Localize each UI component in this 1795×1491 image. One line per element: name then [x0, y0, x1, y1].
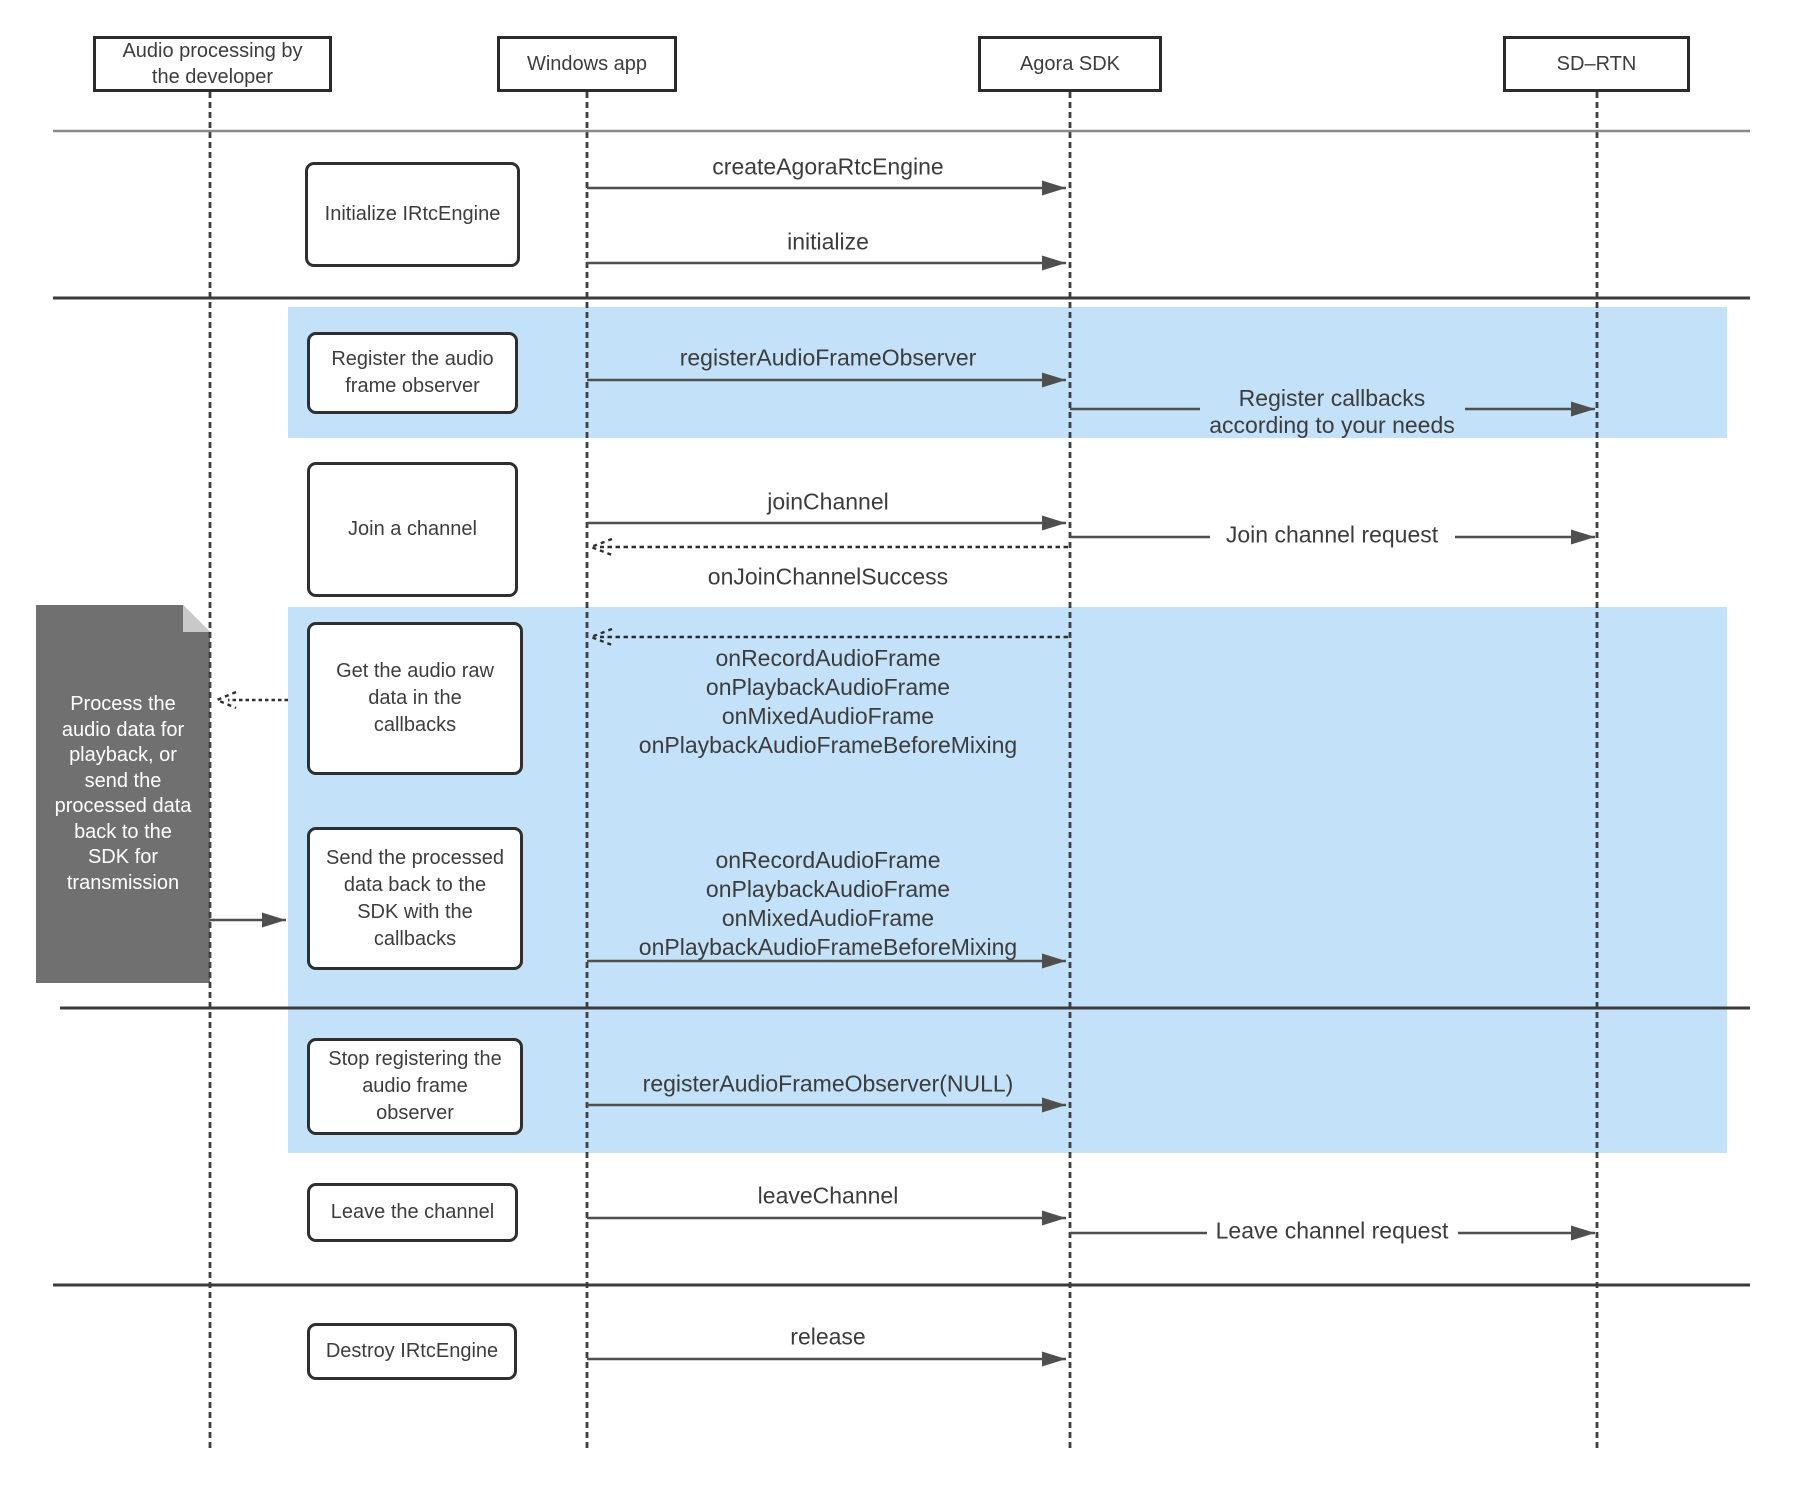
label-callbacks-send: onRecordAudioFrame onPlaybackAudioFrame … — [638, 847, 1018, 960]
label-leave-request: Leave channel request — [1215, 1217, 1449, 1244]
solid-arrows — [210, 180, 1595, 1367]
arrowhead-to-note — [213, 690, 237, 710]
label-register-callbacks: Register callbacks according to your nee… — [1209, 385, 1455, 438]
step-stop: Stop registering the audio frame observe… — [307, 1038, 523, 1135]
actor-sd-rtn: SD–RTN — [1503, 36, 1690, 92]
actor-windows-app: Windows app — [497, 36, 677, 92]
label-join-channel: joinChannel — [767, 488, 889, 515]
dashed-return-arrows — [213, 537, 1068, 710]
label-register-observer: registerAudioFrameObserver — [679, 344, 977, 371]
step-leave: Leave the channel — [307, 1183, 518, 1242]
label-create-engine: createAgoraRtcEngine — [712, 153, 944, 180]
highlight-band-register — [288, 307, 1727, 438]
step-initialize: Initialize IRtcEngine — [305, 162, 520, 267]
label-leave-channel: leaveChannel — [757, 1182, 899, 1209]
label-release: release — [790, 1323, 866, 1350]
label-initialize: initialize — [787, 228, 869, 255]
label-register-null: registerAudioFrameObserver(NULL) — [642, 1070, 1014, 1097]
step-get: Get the audio raw data in the callbacks — [307, 622, 523, 775]
separators — [53, 129, 1750, 1287]
lifelines — [208, 92, 1599, 1448]
label-join-request: Join channel request — [1225, 521, 1439, 548]
actor-agora-sdk: Agora SDK — [978, 36, 1162, 92]
label-callbacks-get: onRecordAudioFrame onPlaybackAudioFrame … — [638, 645, 1018, 758]
highlight-band-callbacks — [288, 607, 1727, 1153]
step-join: Join a channel — [307, 462, 518, 597]
step-register: Register the audio frame observer — [307, 332, 518, 414]
step-send: Send the processed data back to the SDK … — [307, 827, 523, 970]
step-destroy: Destroy IRtcEngine — [307, 1323, 517, 1380]
label-on-join-success: onJoinChannelSuccess — [707, 563, 949, 590]
note-process-audio: Process the audio data for playback, or … — [36, 605, 210, 983]
actor-developer: Audio processing by the developer — [93, 36, 332, 92]
